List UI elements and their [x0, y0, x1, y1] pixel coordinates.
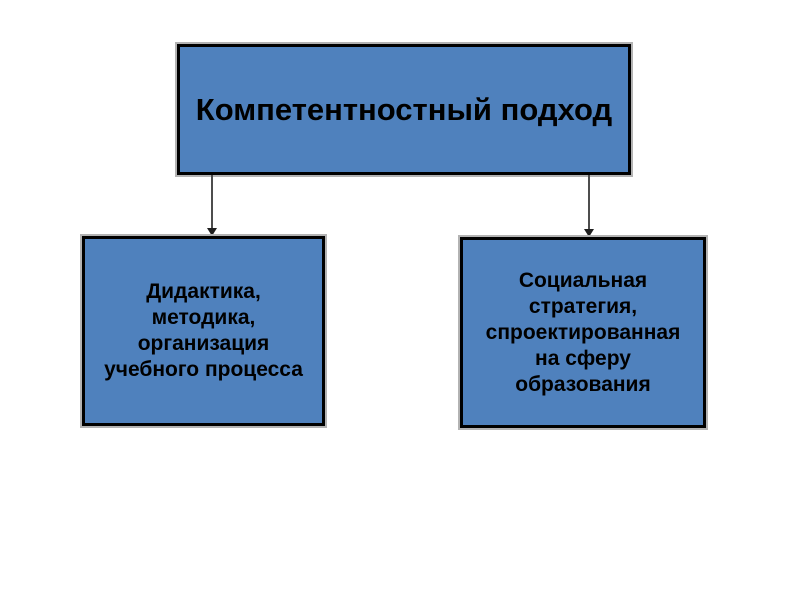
diagram-box-root: Компетентностный подход: [177, 44, 631, 175]
diagram-box-right: Социальная стратегия, спроектированная н…: [460, 237, 706, 428]
diagram-box-right-label: Социальная стратегия, спроектированная н…: [485, 268, 681, 396]
connector-root-to-left: [211, 175, 213, 229]
arrow-down-icon: [584, 229, 594, 237]
arrow-down-icon: [207, 228, 217, 236]
connector-root-to-right: [588, 175, 590, 230]
diagram-box-left: Дидактика, методика, организация учебног…: [82, 236, 325, 426]
diagram-box-root-label: Компетентностный подход: [195, 91, 613, 127]
diagram-box-left-label: Дидактика, методика, организация учебног…: [104, 280, 303, 381]
